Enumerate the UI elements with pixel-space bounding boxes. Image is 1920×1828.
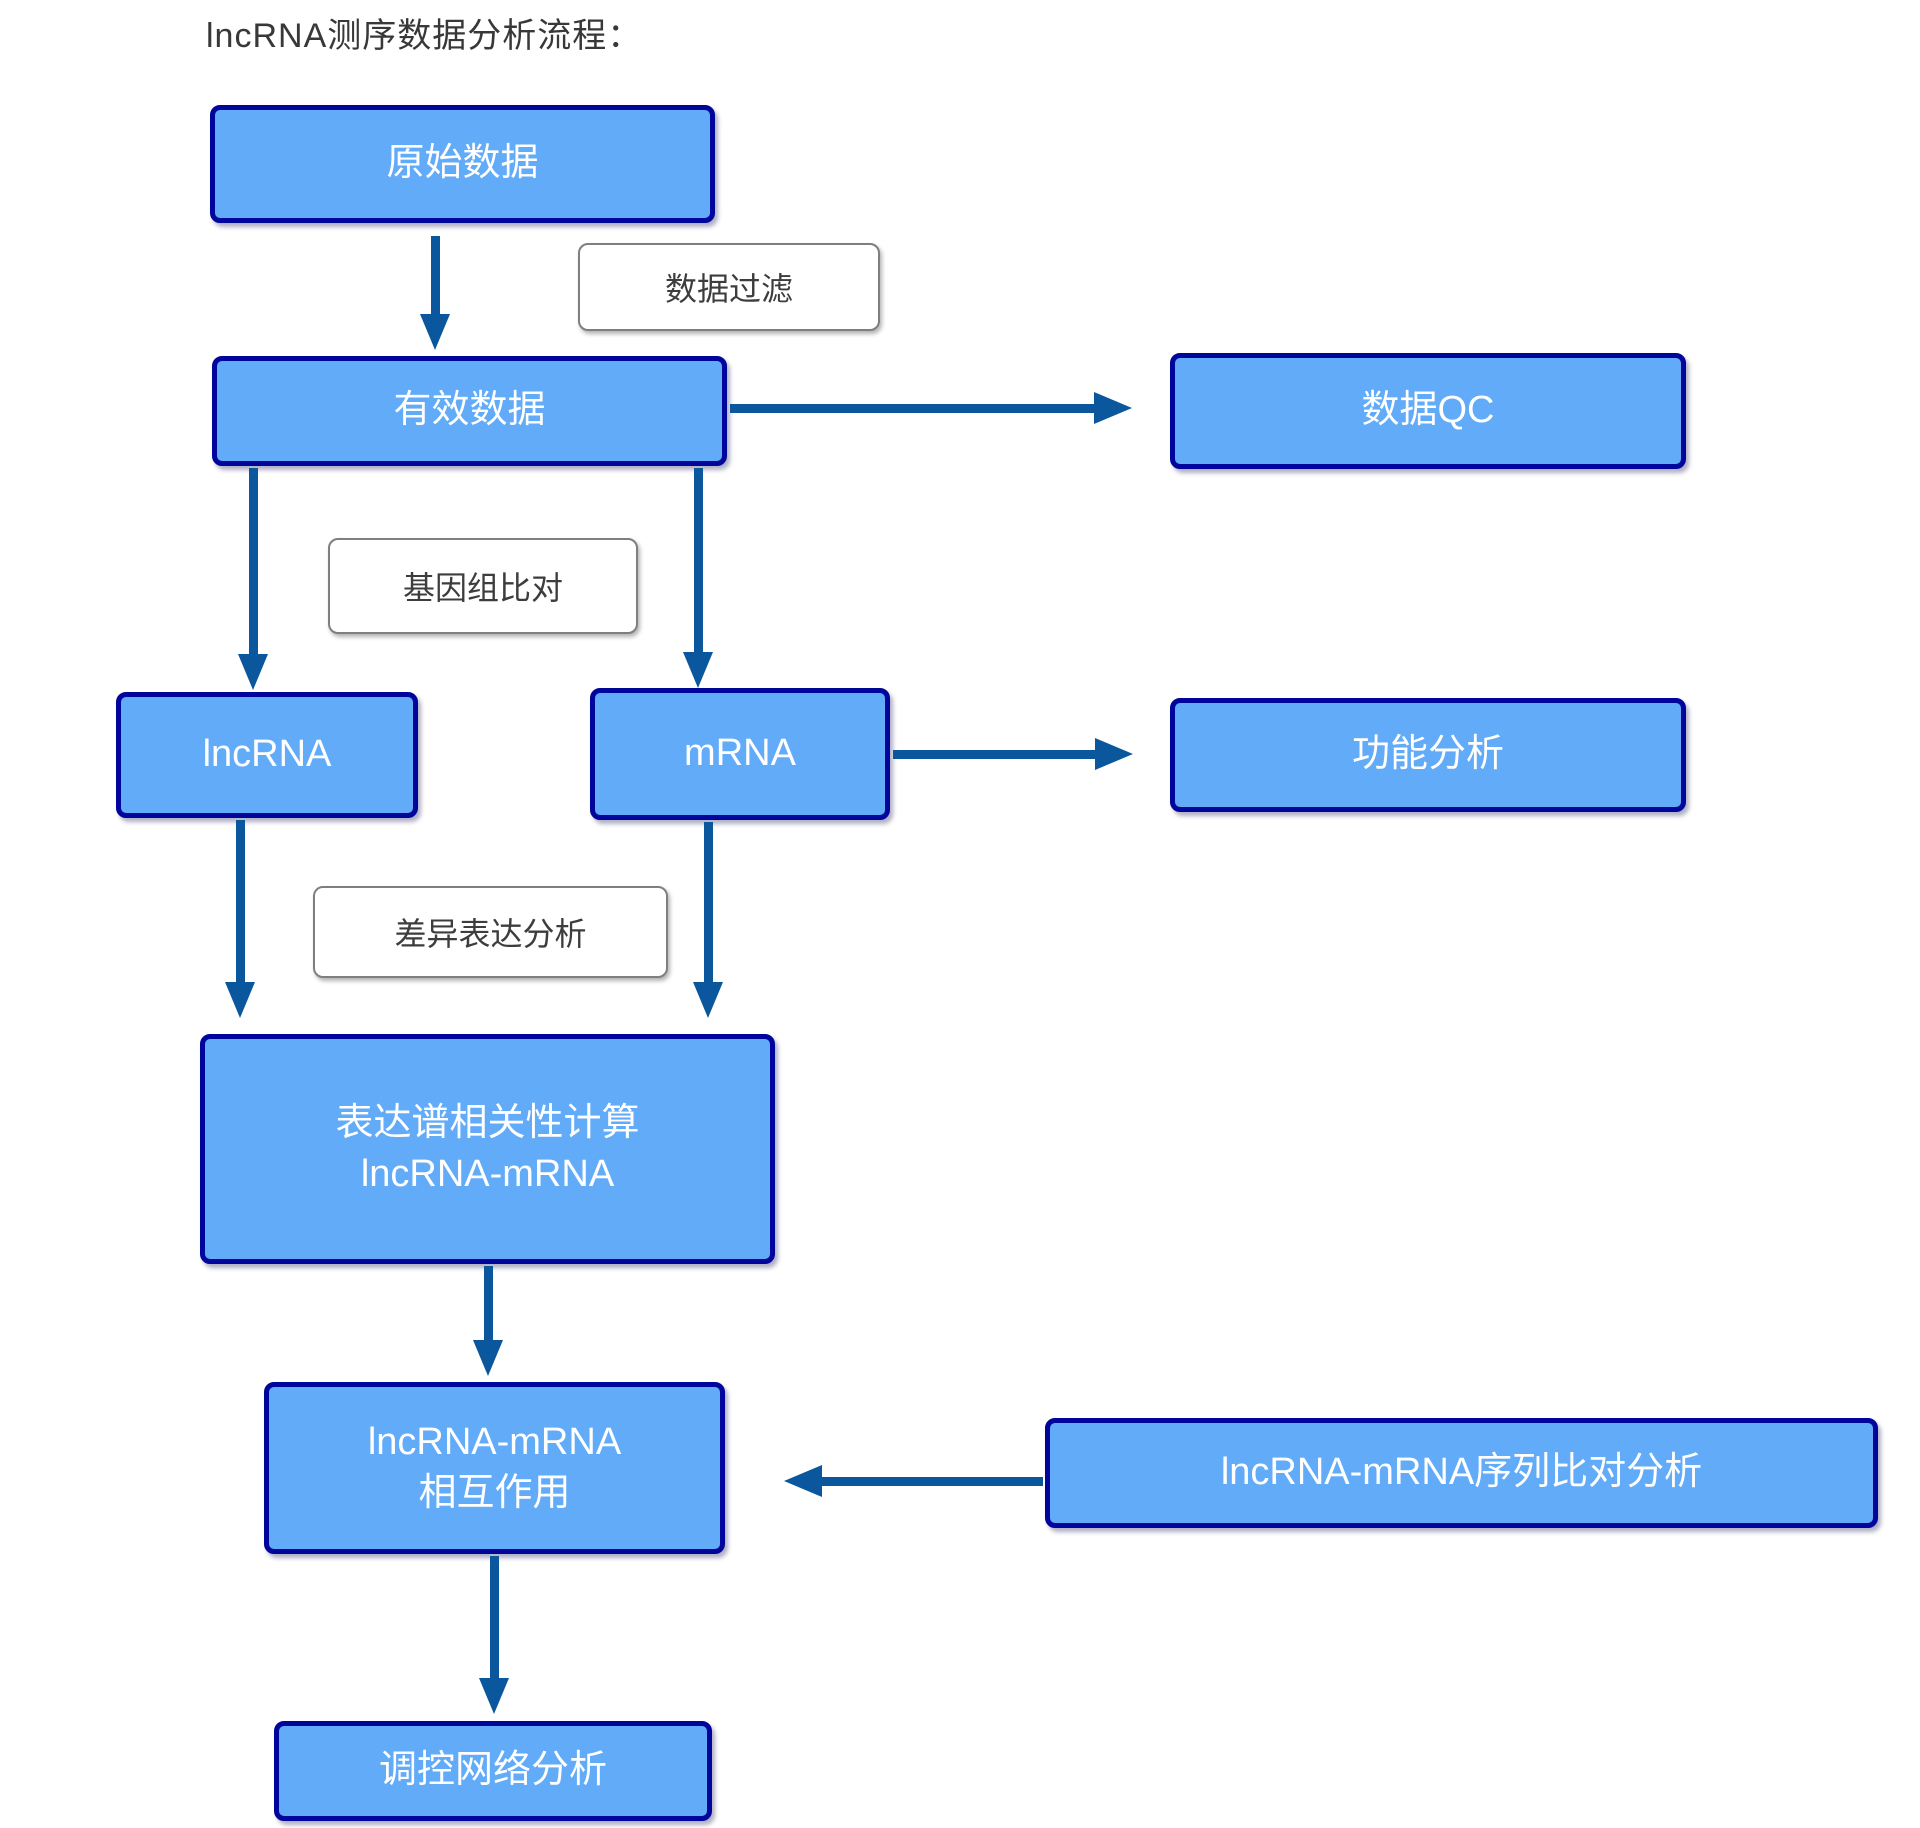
arrow-correlation-to-interaction [472,1266,504,1376]
arrow-valid-to-lncrna [237,468,269,690]
arrow-head-icon [693,982,723,1018]
arrow-head-icon [784,1465,822,1497]
arrow-shaft [730,403,1094,413]
arrow-shaft [693,468,703,652]
arrow-head-icon [479,1678,509,1714]
arrow-mrna-to-correlation [692,822,724,1018]
arrow-head-icon [238,654,268,690]
edge-label-data-filtering: 数据过滤 [578,243,880,331]
arrow-head-icon [683,652,713,688]
node-sequence-alignment: lncRNA-mRNA序列比对分析 [1045,1418,1878,1528]
edge-label-diff-expression: 差异表达分析 [313,886,668,978]
arrow-shaft [822,1476,1043,1486]
arrow-lncrna-to-correlation [224,820,256,1018]
arrow-head-icon [225,982,255,1018]
arrow-shaft [430,236,440,314]
node-lncrna: lncRNA [116,692,418,818]
arrow-head-icon [1094,392,1132,424]
edge-label-genome-alignment: 基因组比对 [328,538,638,634]
arrow-shaft [483,1266,493,1340]
arrow-shaft [235,820,245,982]
arrow-head-icon [420,314,450,350]
arrow-head-icon [473,1340,503,1376]
arrow-shaft [703,822,713,982]
arrow-mrna-to-functional [893,738,1133,770]
node-functional-analysis: 功能分析 [1170,698,1686,812]
page-title: lncRNA测序数据分析流程： [206,17,643,55]
node-regulatory-network: 调控网络分析 [274,1721,712,1821]
arrow-valid-to-qc [730,392,1132,424]
arrow-alignment-to-interaction [784,1465,1043,1497]
node-raw-data: 原始数据 [210,105,715,223]
arrow-interaction-to-network [478,1556,510,1714]
arrow-shaft [893,749,1095,759]
node-valid-data: 有效数据 [212,356,727,466]
node-expression-correlation: 表达谱相关性计算 lncRNA-mRNA [200,1034,775,1264]
node-mrna: mRNA [590,688,890,820]
arrow-head-icon [1095,738,1133,770]
arrow-shaft [489,1556,499,1678]
node-data-qc: 数据QC [1170,353,1686,469]
arrow-raw-to-valid [419,236,451,350]
arrow-shaft [248,468,258,654]
node-interaction: lncRNA-mRNA 相互作用 [264,1382,725,1554]
arrow-valid-to-mrna [682,468,714,688]
